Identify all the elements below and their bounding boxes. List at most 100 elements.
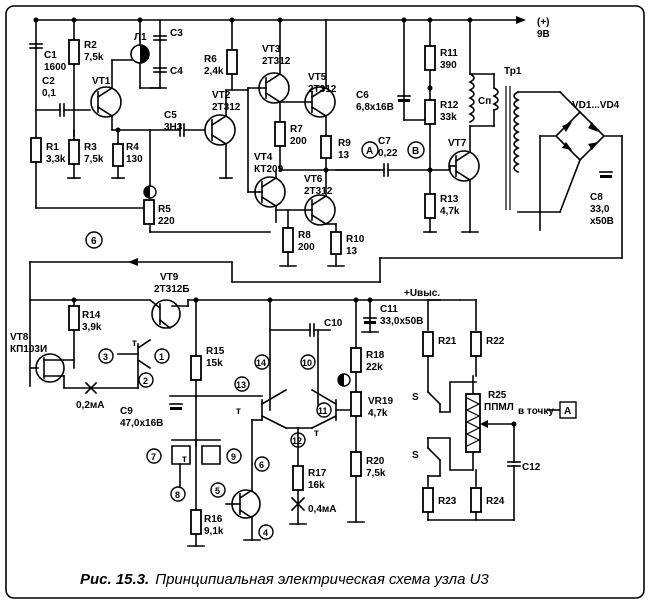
vd-label: VD1...VD4 (572, 100, 620, 111)
r4-label: R4 (126, 142, 139, 153)
r11-label: R11 (440, 48, 458, 59)
uvys-label: +Uвыс. (404, 288, 440, 299)
vt8-value: КП103И (10, 344, 47, 355)
pin-3: 3 (103, 352, 108, 362)
r16-label: R16 (204, 514, 223, 525)
node-a-marker (361, 141, 379, 159)
pin-5: 5 (215, 486, 220, 496)
c3-label: C3 (170, 28, 183, 39)
r3-label: R3 (84, 142, 97, 153)
r14-value: 3,9k (82, 322, 102, 333)
r11-value: 390 (440, 60, 457, 71)
c6-value: 6,8x16В (356, 102, 394, 113)
vt9-label: VT9 (160, 272, 179, 283)
node-a-target-label: А (564, 406, 571, 417)
r24-label: R24 (486, 496, 505, 507)
mark-t-2: т (236, 406, 241, 417)
pin-14: 14 (256, 358, 266, 368)
vt5-label: VT5 (308, 72, 327, 83)
c6-label: C6 (356, 90, 369, 101)
supply-voltage: 9В (537, 29, 550, 40)
vt7-label: VT7 (448, 138, 467, 149)
pin-12: 12 (292, 436, 302, 446)
mark-t-4: т (314, 428, 319, 439)
caption-text: Принципиальная электрическая схема узла … (155, 571, 489, 588)
r10-label: R10 (346, 234, 365, 245)
r6-label: R6 (204, 54, 217, 65)
r18-value: 22k (366, 362, 383, 373)
figure-caption: Рис. 15.3. Принципиальная электрическая с… (80, 571, 489, 588)
r7-label: R7 (290, 124, 303, 135)
r17-value: 16k (308, 480, 325, 491)
caption-prefix: Рис. 15.3. (80, 571, 149, 588)
c1-label: C1 (44, 50, 57, 61)
vt5-value: 2Т312 (308, 84, 337, 95)
vt3-value: 2Т312 (262, 56, 291, 67)
c2-value: 0,1 (42, 88, 56, 99)
pin-11: 11 (318, 406, 328, 416)
upper-circuit: (+) 9В C1 1600 C2 0,1 R1 3,3k R2 7,5k (29, 16, 623, 283)
c7-label: C7 (378, 136, 391, 147)
c11-value: 33,0x50В (380, 316, 423, 327)
r23-label: R23 (438, 496, 457, 507)
c2-label: C2 (42, 76, 55, 87)
r7-value: 200 (290, 136, 307, 147)
vr19-label: VR19 (368, 396, 393, 407)
vt3-label: VT3 (262, 44, 281, 55)
c8-rating: x50В (590, 216, 614, 227)
r1-value: 3,3k (46, 154, 66, 165)
vt4-value: КТ209 (254, 164, 284, 175)
node-a-target (559, 401, 577, 419)
to-point-label: в точку (518, 406, 554, 417)
vt8-transistor (35, 353, 65, 383)
node-6-marker (85, 231, 103, 249)
r9-label: R9 (338, 138, 351, 149)
r14-label: R14 (82, 310, 101, 321)
c7-value: 0,22 (378, 148, 398, 159)
c9-label: C9 (120, 406, 133, 417)
c11-label: C11 (380, 304, 398, 315)
r13-value: 4,7k (440, 206, 460, 217)
node-b: В (412, 146, 419, 157)
pin-7: 7 (151, 452, 156, 462)
r5-value: 220 (158, 216, 175, 227)
pin-6: 6 (259, 460, 264, 470)
vt8-label: VT8 (10, 332, 29, 343)
pin-8: 8 (175, 490, 180, 500)
cp-label: Cп (478, 96, 491, 107)
r20-value: 7,5k (366, 468, 386, 479)
c4-label: C4 (170, 66, 183, 77)
r12-label: R12 (440, 100, 459, 111)
c1-value: 1600 (44, 62, 67, 73)
vt6-value: 2Т312 (304, 186, 333, 197)
r8-label: R8 (298, 230, 311, 241)
vt2-value: 2Т312 (212, 102, 241, 113)
feedback-arrow-icon (128, 258, 138, 266)
r13-label: R13 (440, 194, 459, 205)
vr19-value: 4,7k (368, 408, 388, 419)
r2-label: R2 (84, 40, 97, 51)
tp1-label: Тр1 (504, 66, 522, 77)
r12-value: 33k (440, 112, 457, 123)
vt1-label: VT1 (92, 76, 111, 87)
r18-label: R18 (366, 350, 385, 361)
r1-label: R1 (46, 142, 59, 153)
r15-value: 15k (206, 358, 223, 369)
pin-4: 4 (263, 528, 268, 538)
lower-circuit: R14 3,9k VT8 КП103И 0,2мА 3 1 2 т (10, 261, 577, 547)
r16-value: 9,1k (204, 526, 224, 537)
pin-2: 2 (143, 376, 148, 386)
r10-value: 13 (346, 246, 358, 257)
c9-value: 47,0x16В (120, 418, 163, 429)
ma1-label: 0,2мА (76, 400, 105, 411)
vt2-label: VT2 (212, 90, 231, 101)
node-b-marker (407, 141, 425, 159)
r17-label: R17 (308, 468, 327, 479)
vt4-label: VT4 (254, 152, 273, 163)
r25-label: R25 (488, 390, 507, 401)
r2-value: 7,5k (84, 52, 104, 63)
r3-value: 7,5k (84, 154, 104, 165)
pin-13: 13 (236, 380, 246, 390)
